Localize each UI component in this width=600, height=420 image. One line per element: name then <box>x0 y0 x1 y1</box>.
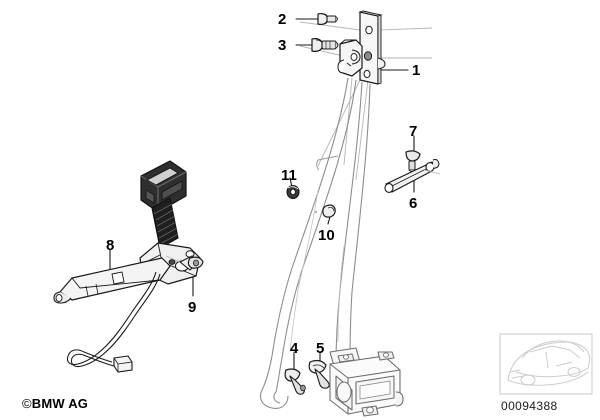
callout-label-8: 8 <box>106 237 115 254</box>
copyright-notice: ©BMW AG <box>22 396 88 411</box>
copyright-symbol: © <box>22 396 32 411</box>
callout-label-1: 1 <box>412 62 421 79</box>
upper-belt-anchor-plate <box>358 10 386 85</box>
round-head-bolt <box>317 12 338 26</box>
belt-grommet-washer <box>286 184 300 200</box>
belt-height-adjuster-block <box>337 39 363 77</box>
hex-flange-bolt <box>311 38 339 52</box>
callout-label-10: 10 <box>318 227 335 244</box>
link-rod-bolt <box>405 150 421 172</box>
callout-label-7: 7 <box>409 123 418 140</box>
buckle-head <box>140 160 187 213</box>
anchor-hole-top <box>365 25 373 35</box>
vehicle-location-thumbnail <box>499 333 593 395</box>
belt-guide-marks <box>314 155 339 214</box>
copyright-owner: BMW AG <box>31 396 89 411</box>
callout-label-5: 5 <box>316 340 325 357</box>
buckle-strap <box>151 197 179 249</box>
buckle-wiring-harness-connector <box>66 271 161 373</box>
diagram-part-number: 00094388 <box>501 399 558 413</box>
tensioner-cylinder <box>53 257 171 304</box>
callout-label-3: 3 <box>278 37 287 54</box>
callout-label-6: 6 <box>409 195 418 212</box>
leader-lines <box>109 18 415 371</box>
buckle-mounting-bolt <box>165 255 204 271</box>
anchor-hole-bottom <box>363 69 371 79</box>
belt-guide-link-rod <box>384 159 441 193</box>
callout-label-9: 9 <box>188 299 197 316</box>
callout-label-11: 11 <box>281 167 297 184</box>
anchor-hole-mid <box>363 51 373 61</box>
retractor-screw <box>308 359 330 389</box>
belt-stop-button <box>322 204 336 218</box>
callout-label-2: 2 <box>278 11 287 28</box>
retractor-mount-bolt <box>284 368 306 395</box>
seat-belt-webbing <box>259 77 371 409</box>
belt-retractor-mechanism <box>329 347 404 417</box>
callout-label-4: 4 <box>290 340 299 357</box>
seat-belt-buckle-with-tensioner <box>53 160 201 373</box>
